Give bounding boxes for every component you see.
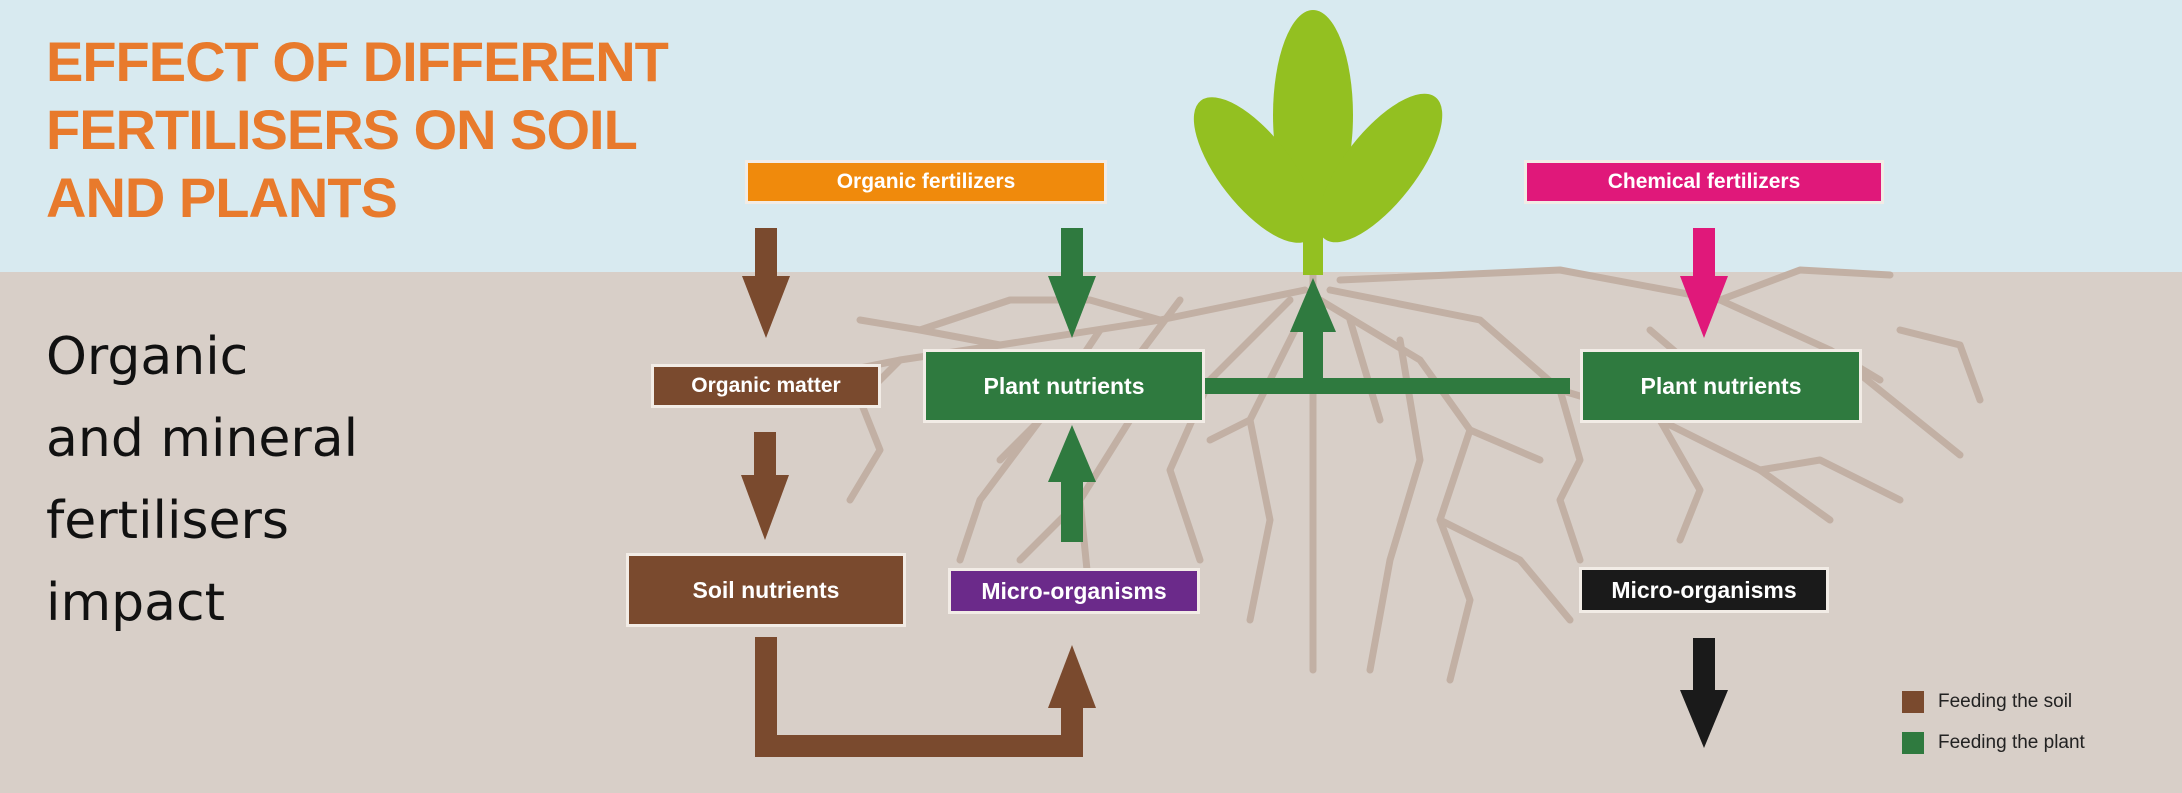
arrow-head-soil-nutrients [741,475,789,540]
arrow-organic-matter-to-soil-nutrients [754,432,776,477]
arrow-micro-to-plant-nutrients [1061,480,1083,542]
arrow-organic-to-plant-nutrients [1061,228,1083,278]
node-organic-fertilizers: Organic fertilizers [745,160,1107,204]
legend-swatch-plant [1902,732,1924,754]
legend-item-feeding-plant: Feeding the plant [1902,732,2085,754]
arrow-soil-nutrients-to-micro [755,637,1083,757]
diagram-subtitle: Organic and mineral fertilisers impact [46,327,359,633]
sky-background [0,0,2182,272]
node-plant-nutrients-left: Plant nutrients [923,349,1205,423]
arrow-head-plant-nutrients-left [1048,276,1096,338]
node-soil-nutrients: Soil nutrients [626,553,906,627]
legend-label-plant: Feeding the plant [1938,732,2085,753]
node-organic-matter: Organic matter [651,364,881,408]
arrow-organic-to-organic-matter [755,228,777,278]
arrow-head-micro-left [1048,645,1096,708]
arrow-stem-to-plant [1303,320,1323,380]
arrow-head-to-plant [1290,278,1336,332]
node-chemical-fertilizers: Chemical fertilizers [1524,160,1884,204]
plant-feeding-arrows [1048,228,1570,542]
connector-nutrients-to-plant [1205,378,1570,394]
node-plant-nutrients-right: Plant nutrients [1580,349,1862,423]
plant-leaves [1193,10,1443,275]
node-micro-organisms-left: Micro-organisms [948,568,1200,614]
arrow-head-up-plant-nutrients [1048,425,1096,482]
legend-label-soil: Feeding the soil [1938,691,2073,712]
legend-item-feeding-soil: Feeding the soil [1902,691,2072,713]
legend-swatch-soil [1902,691,1924,713]
arrow-head-organic-matter [742,276,790,338]
node-micro-organisms-right: Micro-organisms [1579,567,1829,613]
soil-feeding-arrows [741,228,1096,757]
chemical-arrow [1680,228,1728,338]
leaching-arrow [1680,638,1728,748]
diagram-title: EFFECT OF DIFFERENT FERTILISERS ON SOIL … [46,30,669,229]
